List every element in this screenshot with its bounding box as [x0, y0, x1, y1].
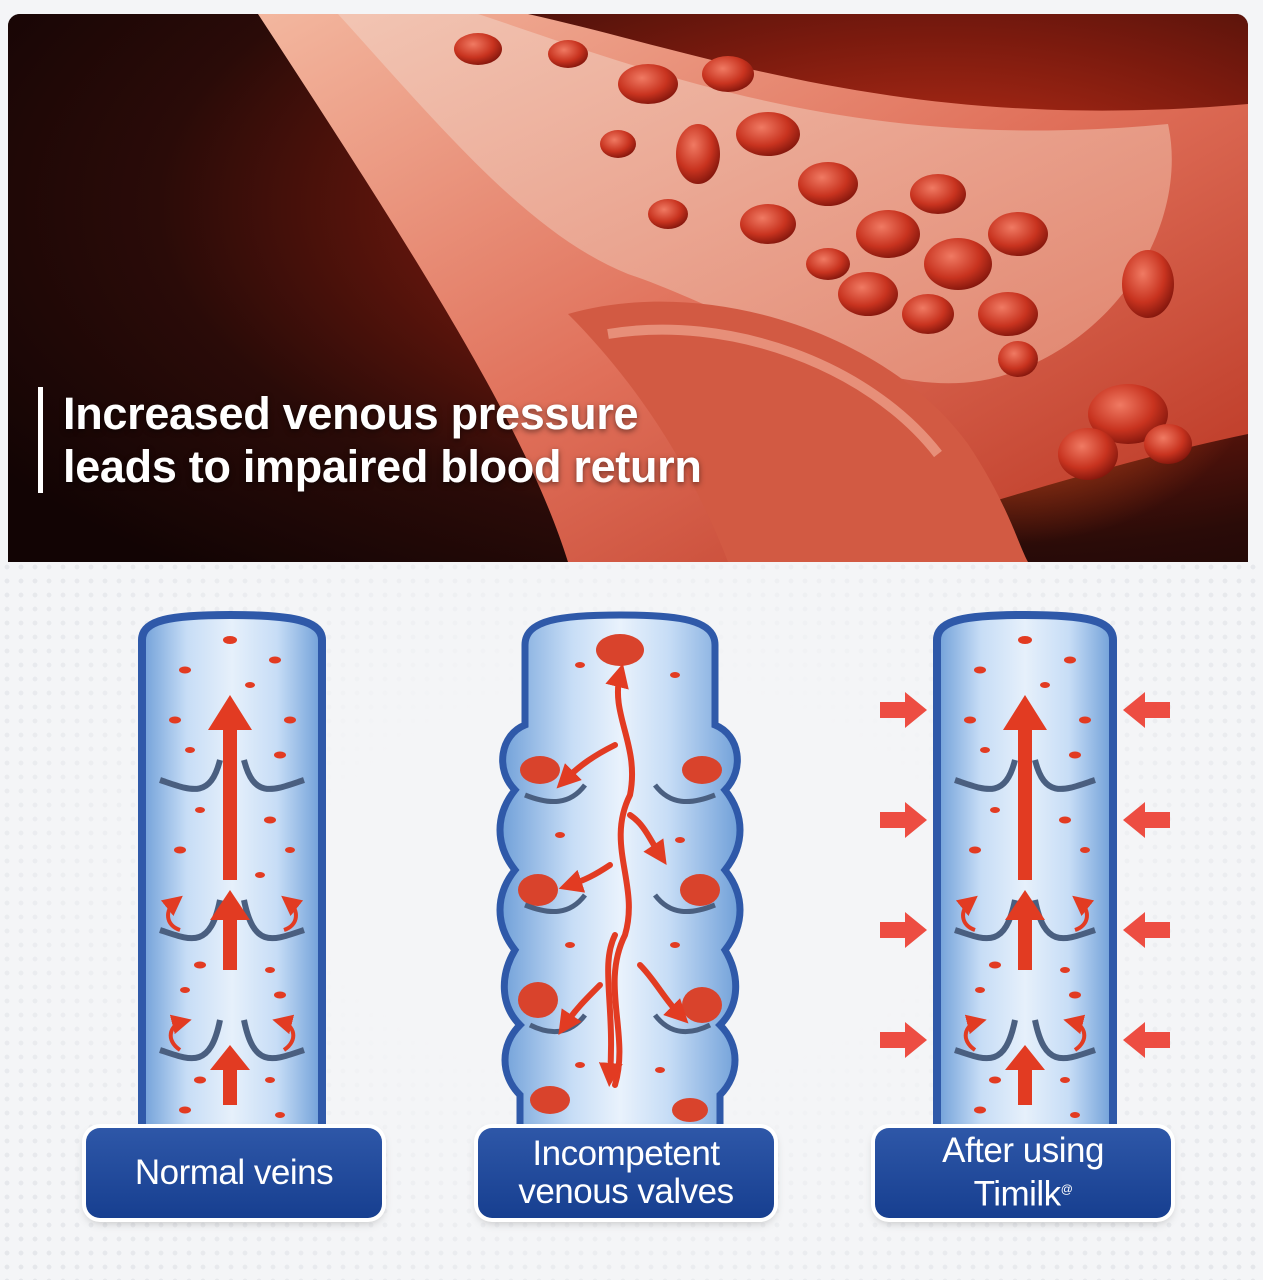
normal-veins-label: Normal veins [86, 1128, 382, 1218]
hero-caption: Increased venous pressure leads to impai… [38, 387, 743, 493]
after-line1: After using [942, 1131, 1104, 1171]
normal-vein-diagram [138, 610, 326, 1140]
after-line2: Timilk [973, 1174, 1062, 1214]
hero-vein-illustration: Increased venous pressure leads to impai… [8, 14, 1248, 562]
vein-cross-section-image [8, 14, 1248, 562]
after-using-label: After using Timilk@ [875, 1128, 1171, 1218]
incompetent-vein-diagram [496, 611, 744, 1145]
incompetent-line2: venous valves [518, 1172, 734, 1211]
after-vein-diagram [880, 610, 1170, 1140]
incompetent-line1: Incompetent [532, 1134, 720, 1173]
after-line2-wrap: Timilk@ [942, 1170, 1104, 1214]
incompetent-valves-label: Incompetent venous valves [478, 1128, 774, 1218]
normal-veins-text: Normal veins [134, 1153, 334, 1192]
registered-mark: @ [1060, 1182, 1073, 1197]
